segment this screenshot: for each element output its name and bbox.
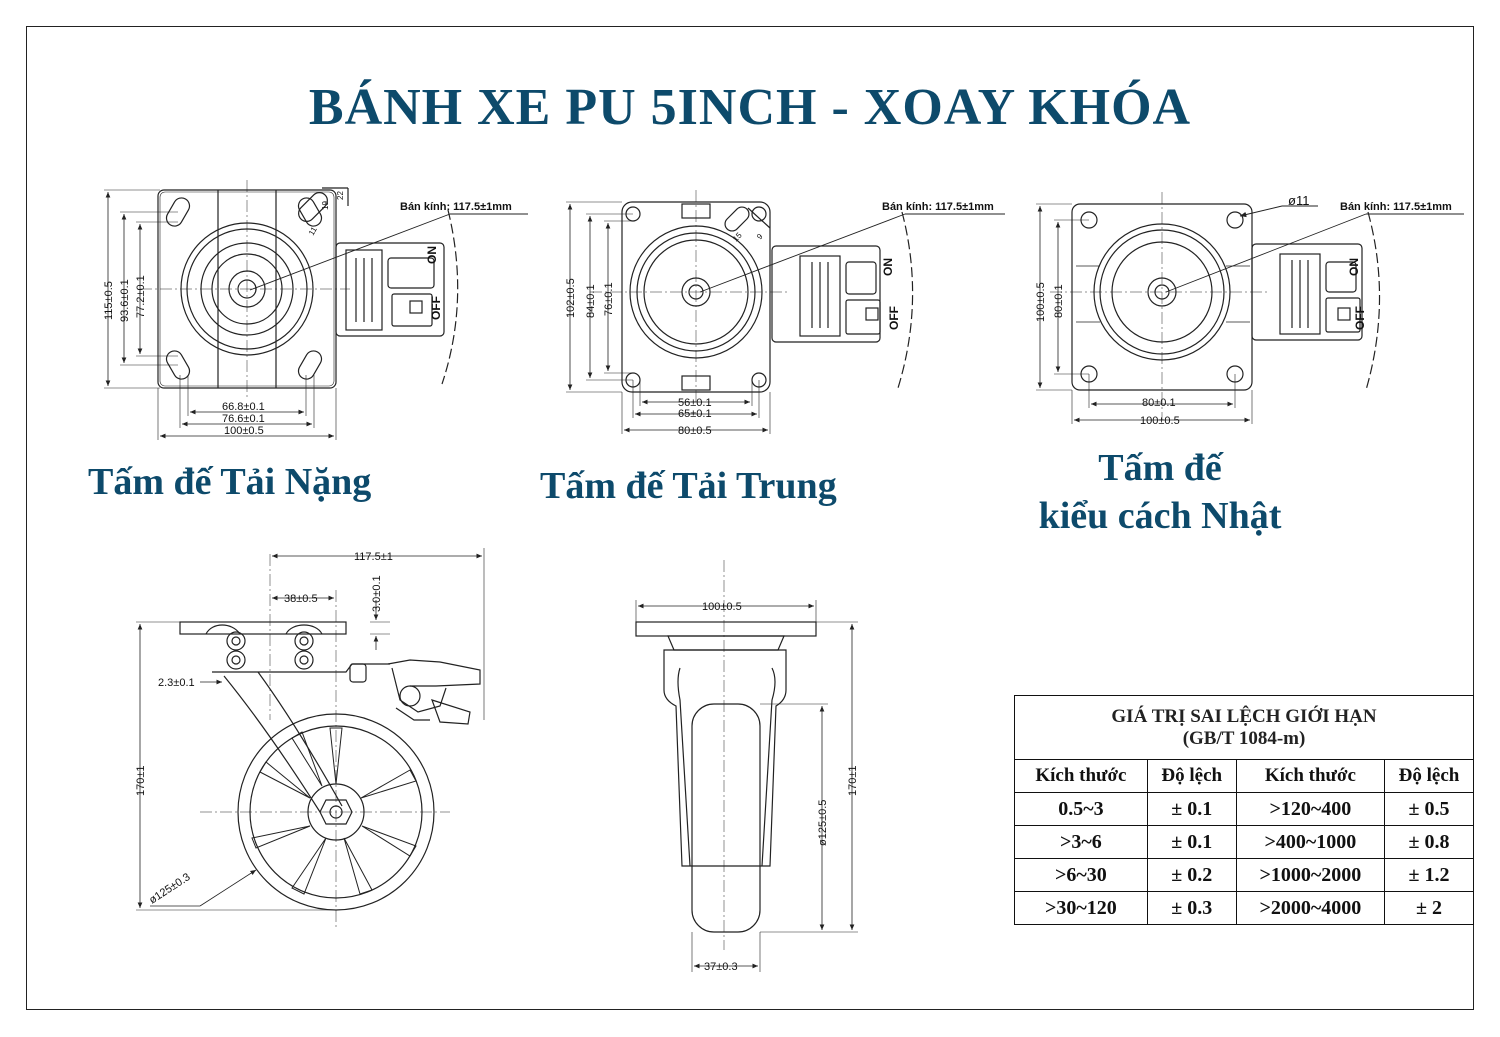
heavy-plate-dim-100: 100±0.5 <box>224 425 264 437</box>
medium-plate-dim-56: 56±0.1 <box>678 397 712 409</box>
medium-plate-dim-76: 76±0.1 <box>603 282 615 316</box>
medium-plate-slot-a: 15 <box>731 230 744 243</box>
side-view-drawing: 117.5±1 38±0.5 3.0±0.1 170±1 2.3±0.1 ø12… <box>135 548 485 930</box>
drawing-frame <box>26 26 1474 1010</box>
heavy-plate-dim-66: 66.8±0.1 <box>222 401 265 413</box>
front-view-dim-170: 170±1 <box>847 765 859 796</box>
side-view-dim-170: 170±1 <box>135 765 147 796</box>
tolerance-table-header: Độ lệch <box>1146 759 1237 793</box>
tolerance-cell: >30~120 <box>1014 891 1148 925</box>
tolerance-table-row: >3~6 ± 0.1 >400~1000 ± 0.8 <box>1014 825 1474 859</box>
front-view-dim-37: 37±0.3 <box>704 961 738 973</box>
side-view-dim-3: 3.0±0.1 <box>371 575 383 612</box>
japan-plate-hole-diameter: ø11 <box>1288 193 1309 208</box>
front-view-dim-125: ø125±0.5 <box>817 800 829 846</box>
heavy-plate-radius-label: Bán kính: 117.5±1mm <box>400 201 512 213</box>
tolerance-table-header: Kích thước <box>1235 759 1386 793</box>
japan-plate-drawing: ON OFF Bán kính: 117.5±1mm ø11 100±0.5 8… <box>1035 192 1464 427</box>
japan-plate-brake <box>1251 243 1363 341</box>
caption-japan-plate-line2: kiểu cách Nhật <box>1038 495 1282 537</box>
japan-plate-dim-80-horizontal: 80±0.1 <box>1142 397 1176 409</box>
tolerance-cell: >400~1000 <box>1235 825 1386 859</box>
japan-plate-off-label: OFF <box>1353 306 1367 330</box>
tolerance-cell: ± 0.8 <box>1384 825 1474 859</box>
heavy-plate-slot-b: 11 <box>307 225 319 237</box>
tolerance-table-row: >30~120 ± 0.3 >2000~4000 ± 2 <box>1014 891 1474 925</box>
tolerance-table-header: Kích thước <box>1014 759 1148 793</box>
medium-plate-on-label: ON <box>881 258 895 276</box>
medium-plate-drawing: ON OFF Bán kính: 117.5±1mm 15 9 102±0.5 … <box>565 190 1005 437</box>
heavy-plate-off-label: OFF <box>429 296 443 320</box>
front-view-dim-100: 100±0.5 <box>702 601 742 613</box>
medium-plate-slot-detail <box>724 206 771 232</box>
tolerance-cell: >3~6 <box>1014 825 1148 859</box>
medium-plate-off-label: OFF <box>887 306 901 330</box>
side-view-dim-117: 117.5±1 <box>354 551 393 563</box>
tolerance-table: GIÁ TRỊ SAI LỆCH GIỚI HẠN (GB/T 1084-m) … <box>1014 695 1474 925</box>
japan-plate-dim-80-vertical: 80±0.1 <box>1053 284 1065 318</box>
tolerance-cell: ± 0.2 <box>1146 858 1237 892</box>
tolerance-cell: 0.5~3 <box>1014 792 1148 826</box>
tolerance-cell: ± 0.3 <box>1146 891 1237 925</box>
medium-plate-slot-b: 9 <box>755 232 765 242</box>
heavy-plate-on-label: ON <box>425 246 439 264</box>
front-view-drawing: 100±0.5 170±1 ø125±0.5 37±0.3 <box>635 560 859 973</box>
tolerance-table-row: 0.5~3 ± 0.1 >120~400 ± 0.5 <box>1014 792 1474 826</box>
tolerance-cell: >1000~2000 <box>1235 858 1386 892</box>
medium-plate-dim-102: 102±0.5 <box>565 278 577 318</box>
tolerance-cell: >6~30 <box>1014 858 1148 892</box>
tolerance-cell: >120~400 <box>1235 792 1386 826</box>
tolerance-table-title-line2: (GB/T 1084-m) <box>1182 727 1306 749</box>
caption-japan-plate-line1: Tấm đế <box>1098 447 1222 489</box>
heavy-plate-brake <box>335 242 445 337</box>
japan-plate-on-label: ON <box>1347 258 1361 276</box>
medium-plate-dim-80: 80±0.5 <box>678 425 712 437</box>
heavy-plate-dim-77: 77.2±0.1 <box>135 275 147 318</box>
caption-medium-plate: Tấm đế Tải Trung <box>540 465 837 507</box>
side-view-dim-38: 38±0.5 <box>284 593 318 605</box>
tolerance-cell: ± 0.5 <box>1384 792 1474 826</box>
heavy-plate-dim-76: 76.6±0.1 <box>222 413 265 425</box>
tolerance-table-title: GIÁ TRỊ SAI LỆCH GIỚI HẠN (GB/T 1084-m) <box>1014 695 1474 760</box>
drawing-title: BÁNH XE PU 5INCH - XOAY KHÓA <box>308 79 1192 136</box>
heavy-plate-drawing: ON OFF Bán kính: 117.5±1mm 19 11 22 115±… <box>103 180 528 440</box>
japan-plate-dim-100-horizontal: 100±0.5 <box>1140 415 1180 427</box>
tolerance-table-row: >6~30 ± 0.2 >1000~2000 ± 1.2 <box>1014 858 1474 892</box>
heavy-plate-slot-detail <box>298 187 349 222</box>
heavy-plate-dim-93: 93.6±0.1 <box>119 279 131 322</box>
tolerance-cell: ± 0.1 <box>1146 825 1237 859</box>
tolerance-table-title-line1: GIÁ TRỊ SAI LỆCH GIỚI HẠN <box>1111 705 1377 727</box>
tolerance-cell: ± 2 <box>1384 891 1474 925</box>
heavy-plate-dim-115: 115±0.5 <box>103 281 115 320</box>
medium-plate-dim-65: 65±0.1 <box>678 408 712 420</box>
medium-plate-radius-label: Bán kính: 117.5±1mm <box>882 201 994 213</box>
heavy-plate-slot-holes <box>165 197 323 380</box>
tolerance-table-header: Độ lệch <box>1384 759 1474 793</box>
medium-plate-dim-84: 84±0.1 <box>585 284 597 318</box>
side-view-dim-2-3: 2.3±0.1 <box>158 677 195 689</box>
heavy-plate-slot-c: 22 <box>336 191 345 200</box>
side-view-dim-125: ø125±0.3 <box>147 871 192 906</box>
medium-plate-brake <box>771 245 881 343</box>
heavy-plate-slot-a: 19 <box>321 201 330 210</box>
tolerance-cell: >2000~4000 <box>1235 891 1386 925</box>
caption-heavy-plate: Tấm đế Tải Nặng <box>88 461 372 503</box>
japan-plate-radius-label: Bán kính: 117.5±1mm <box>1340 201 1452 213</box>
tolerance-cell: ± 1.2 <box>1384 858 1474 892</box>
japan-plate-dim-100-vertical: 100±0.5 <box>1035 282 1047 322</box>
tolerance-cell: ± 0.1 <box>1146 792 1237 826</box>
side-view-wheel-spokes <box>251 727 417 895</box>
